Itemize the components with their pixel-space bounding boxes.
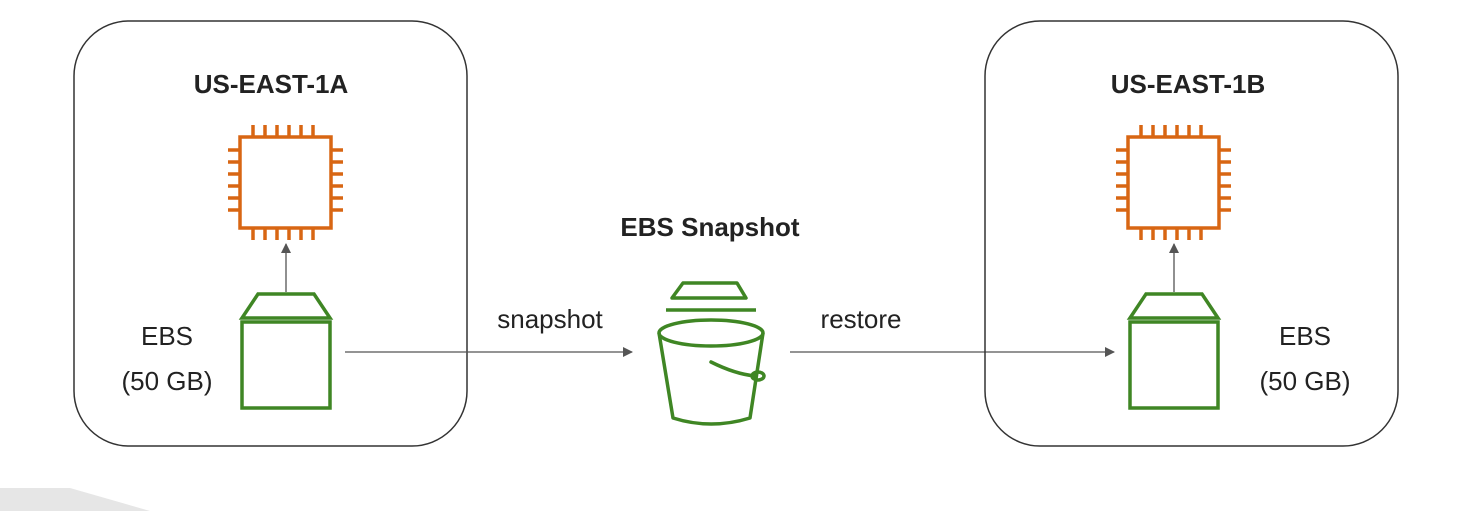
ebs-volume-icon	[1126, 292, 1222, 410]
volume-label: EBS	[1279, 321, 1331, 351]
restore-arrow-label: restore	[821, 304, 902, 334]
zone-us-east-1a: US-EAST-1A EBS (50 GB)	[73, 20, 468, 447]
zone-border	[73, 20, 468, 447]
decorative-band	[0, 488, 150, 511]
zone-border	[984, 20, 1399, 447]
ec2-instance-icon	[228, 125, 343, 240]
volume-size-label: (50 GB)	[1259, 366, 1350, 396]
snapshot-arrow-label: snapshot	[497, 304, 603, 334]
snapshot-title: EBS Snapshot	[620, 212, 799, 242]
zone-title: US-EAST-1B	[1111, 69, 1266, 99]
snapshot-bucket-icon	[657, 281, 766, 426]
ebs-volume-icon	[238, 292, 334, 410]
zone-title: US-EAST-1A	[194, 69, 349, 99]
zone-us-east-1b: US-EAST-1B EBS (50 GB)	[984, 20, 1399, 447]
volume-size-label: (50 GB)	[121, 366, 212, 396]
ec2-instance-icon	[1116, 125, 1231, 240]
ebs-snapshot: EBS Snapshot	[620, 212, 800, 426]
volume-label: EBS	[141, 321, 193, 351]
